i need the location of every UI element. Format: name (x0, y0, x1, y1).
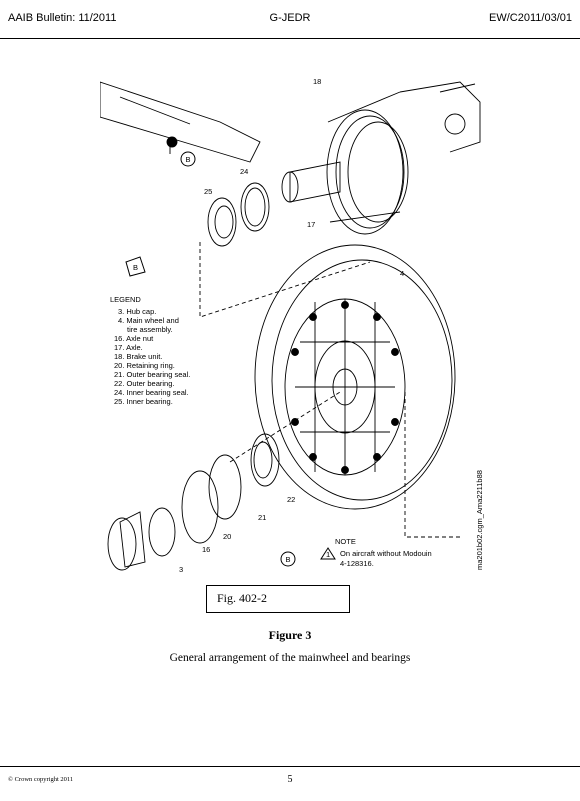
svg-text:16. Axle nut: 16. Axle nut (114, 334, 154, 343)
axle-nut-part (148, 507, 176, 557)
brake-unit-part (326, 81, 481, 235)
callout-b-top: B (186, 155, 191, 164)
svg-text:25. Inner bearing.: 25. Inner bearing. (114, 397, 173, 406)
svg-text:24. Inner bearing seal.: 24. Inner bearing seal. (114, 388, 189, 397)
callout-24: 24 (240, 167, 248, 176)
retaining-ring-part (181, 470, 219, 544)
figure-label: Fig. 402-2 (217, 591, 268, 605)
callout-17: 17 (307, 220, 315, 229)
copyright-notice: © Crown copyright 2011 (8, 776, 74, 783)
drawing-code: ma201b02.cgm_Ama2211b88 (475, 470, 484, 570)
callout-25: 25 (204, 187, 212, 196)
callout-22: 22 (287, 495, 295, 504)
callout-b-bottom: B (286, 555, 291, 564)
svg-text:4-128316.: 4-128316. (340, 559, 374, 568)
note-triangle-icon (320, 547, 336, 560)
note-block: NOTE 1 On aircraft without Modouin 4-128… (320, 537, 432, 568)
svg-text:1: 1 (326, 550, 330, 559)
figure-caption-title: Figure 3 (268, 628, 312, 642)
svg-text:4. Main wheel and: 4. Main wheel and (118, 316, 179, 325)
view-arrow-icon (125, 256, 146, 277)
legend: LEGEND 3. Hub cap. 4. Main wheel and tir… (110, 295, 190, 406)
callout-3: 3 (179, 565, 183, 574)
callout-21: 21 (258, 513, 266, 522)
svg-text:22. Outer bearing.: 22. Outer bearing. (114, 379, 174, 388)
svg-text:18. Brake unit.: 18. Brake unit. (114, 352, 162, 361)
gear-leg (100, 81, 261, 163)
svg-text:21. Outer bearing seal.: 21. Outer bearing seal. (114, 370, 190, 379)
view-label: B (133, 263, 138, 272)
callout-18: 18 (313, 77, 321, 86)
svg-text:17. Axle.: 17. Axle. (114, 343, 143, 352)
mainwheel-diagram: 18 24 25 17 4 22 21 20 16 3 B B B LEGEND… (100, 62, 495, 582)
page-number: 5 (287, 774, 293, 785)
svg-text:On aircraft without Modouin: On aircraft without Modouin (340, 549, 432, 558)
hub-cap-part (119, 511, 146, 568)
legend-title: LEGEND (110, 295, 141, 304)
page-header: AAIB Bulletin: 11/2011 G-JEDR EW/C2011/0… (0, 0, 580, 39)
inner-bearing-seal-part (240, 182, 270, 232)
outer-bearing-seal-part (208, 454, 242, 520)
callout-20: 20 (223, 532, 231, 541)
exploded-view-drawing: 18 24 25 17 4 22 21 20 16 3 B B B LEGEND… (100, 77, 484, 574)
page-footer: © Crown copyright 2011 5 (0, 766, 580, 801)
callout-16: 16 (202, 545, 210, 554)
inner-bearing-part (207, 197, 237, 247)
fastener-part (166, 136, 178, 148)
svg-text:3. Hub cap.: 3. Hub cap. (118, 307, 156, 316)
figure-caption-text: General arrangement of the mainwheel and… (169, 652, 411, 664)
bulletin-number: AAIB Bulletin: 11/2011 (8, 12, 117, 24)
main-wheel-part (254, 244, 456, 510)
report-reference: EW/C2011/03/01 (489, 12, 572, 24)
svg-text:NOTE: NOTE (335, 537, 356, 546)
aircraft-registration: G-JEDR (269, 12, 311, 24)
svg-text:20. Retaining ring.: 20. Retaining ring. (114, 361, 175, 370)
figure-label-box: Fig. 402-2 (206, 585, 350, 613)
outer-bearing-part (250, 433, 280, 487)
callout-4: 4 (400, 269, 404, 278)
svg-text:tire assembly.: tire assembly. (127, 325, 173, 334)
axle-part (289, 161, 341, 203)
